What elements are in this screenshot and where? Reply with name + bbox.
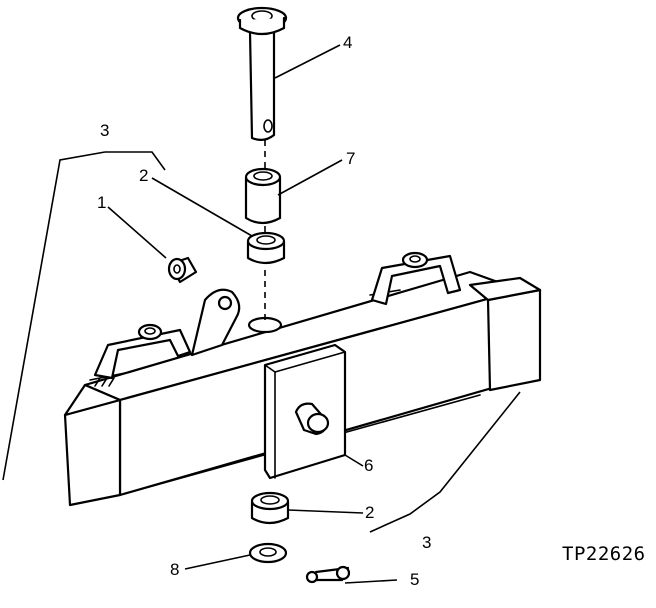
bushing-part-1 [167, 256, 198, 284]
center-plate [263, 343, 347, 480]
callout-2-lower: 2 [365, 503, 374, 522]
callout-3-left: 3 [100, 121, 109, 140]
callout-4: 4 [343, 33, 352, 52]
callout-2-upper: 2 [139, 166, 148, 185]
callout-8: 8 [170, 560, 179, 579]
bushing-part-2-upper [246, 231, 286, 265]
left-strap [93, 323, 192, 380]
leader-8 [184, 554, 251, 570]
bushing-part-2-lower [250, 491, 290, 525]
leader-2-lower [287, 509, 364, 514]
leader-5 [344, 579, 398, 584]
callout-5: 5 [410, 570, 419, 589]
washer-part-8 [248, 542, 288, 564]
leader-6 [344, 454, 364, 467]
leader-1 [107, 206, 167, 259]
pin-part-4 [236, 6, 288, 142]
clevis-lug [190, 288, 241, 357]
leader-2-upper [151, 177, 253, 237]
leader-3-left-b [105, 151, 166, 171]
callout-3-right: 3 [422, 533, 431, 552]
beam-hole [247, 316, 283, 334]
callout-6: 6 [364, 456, 373, 475]
bushing-part-7 [244, 167, 282, 225]
leader-4 [274, 44, 341, 79]
pin-part-5 [305, 565, 351, 584]
leader-3-left [2, 151, 106, 481]
right-strap [370, 251, 462, 306]
callout-1: 1 [97, 193, 106, 212]
leader-7 [277, 159, 343, 196]
figure-id: TP22626 [562, 543, 646, 565]
leader-3-right [369, 391, 521, 533]
callout-7: 7 [346, 149, 355, 168]
leader-lines [2, 44, 521, 584]
